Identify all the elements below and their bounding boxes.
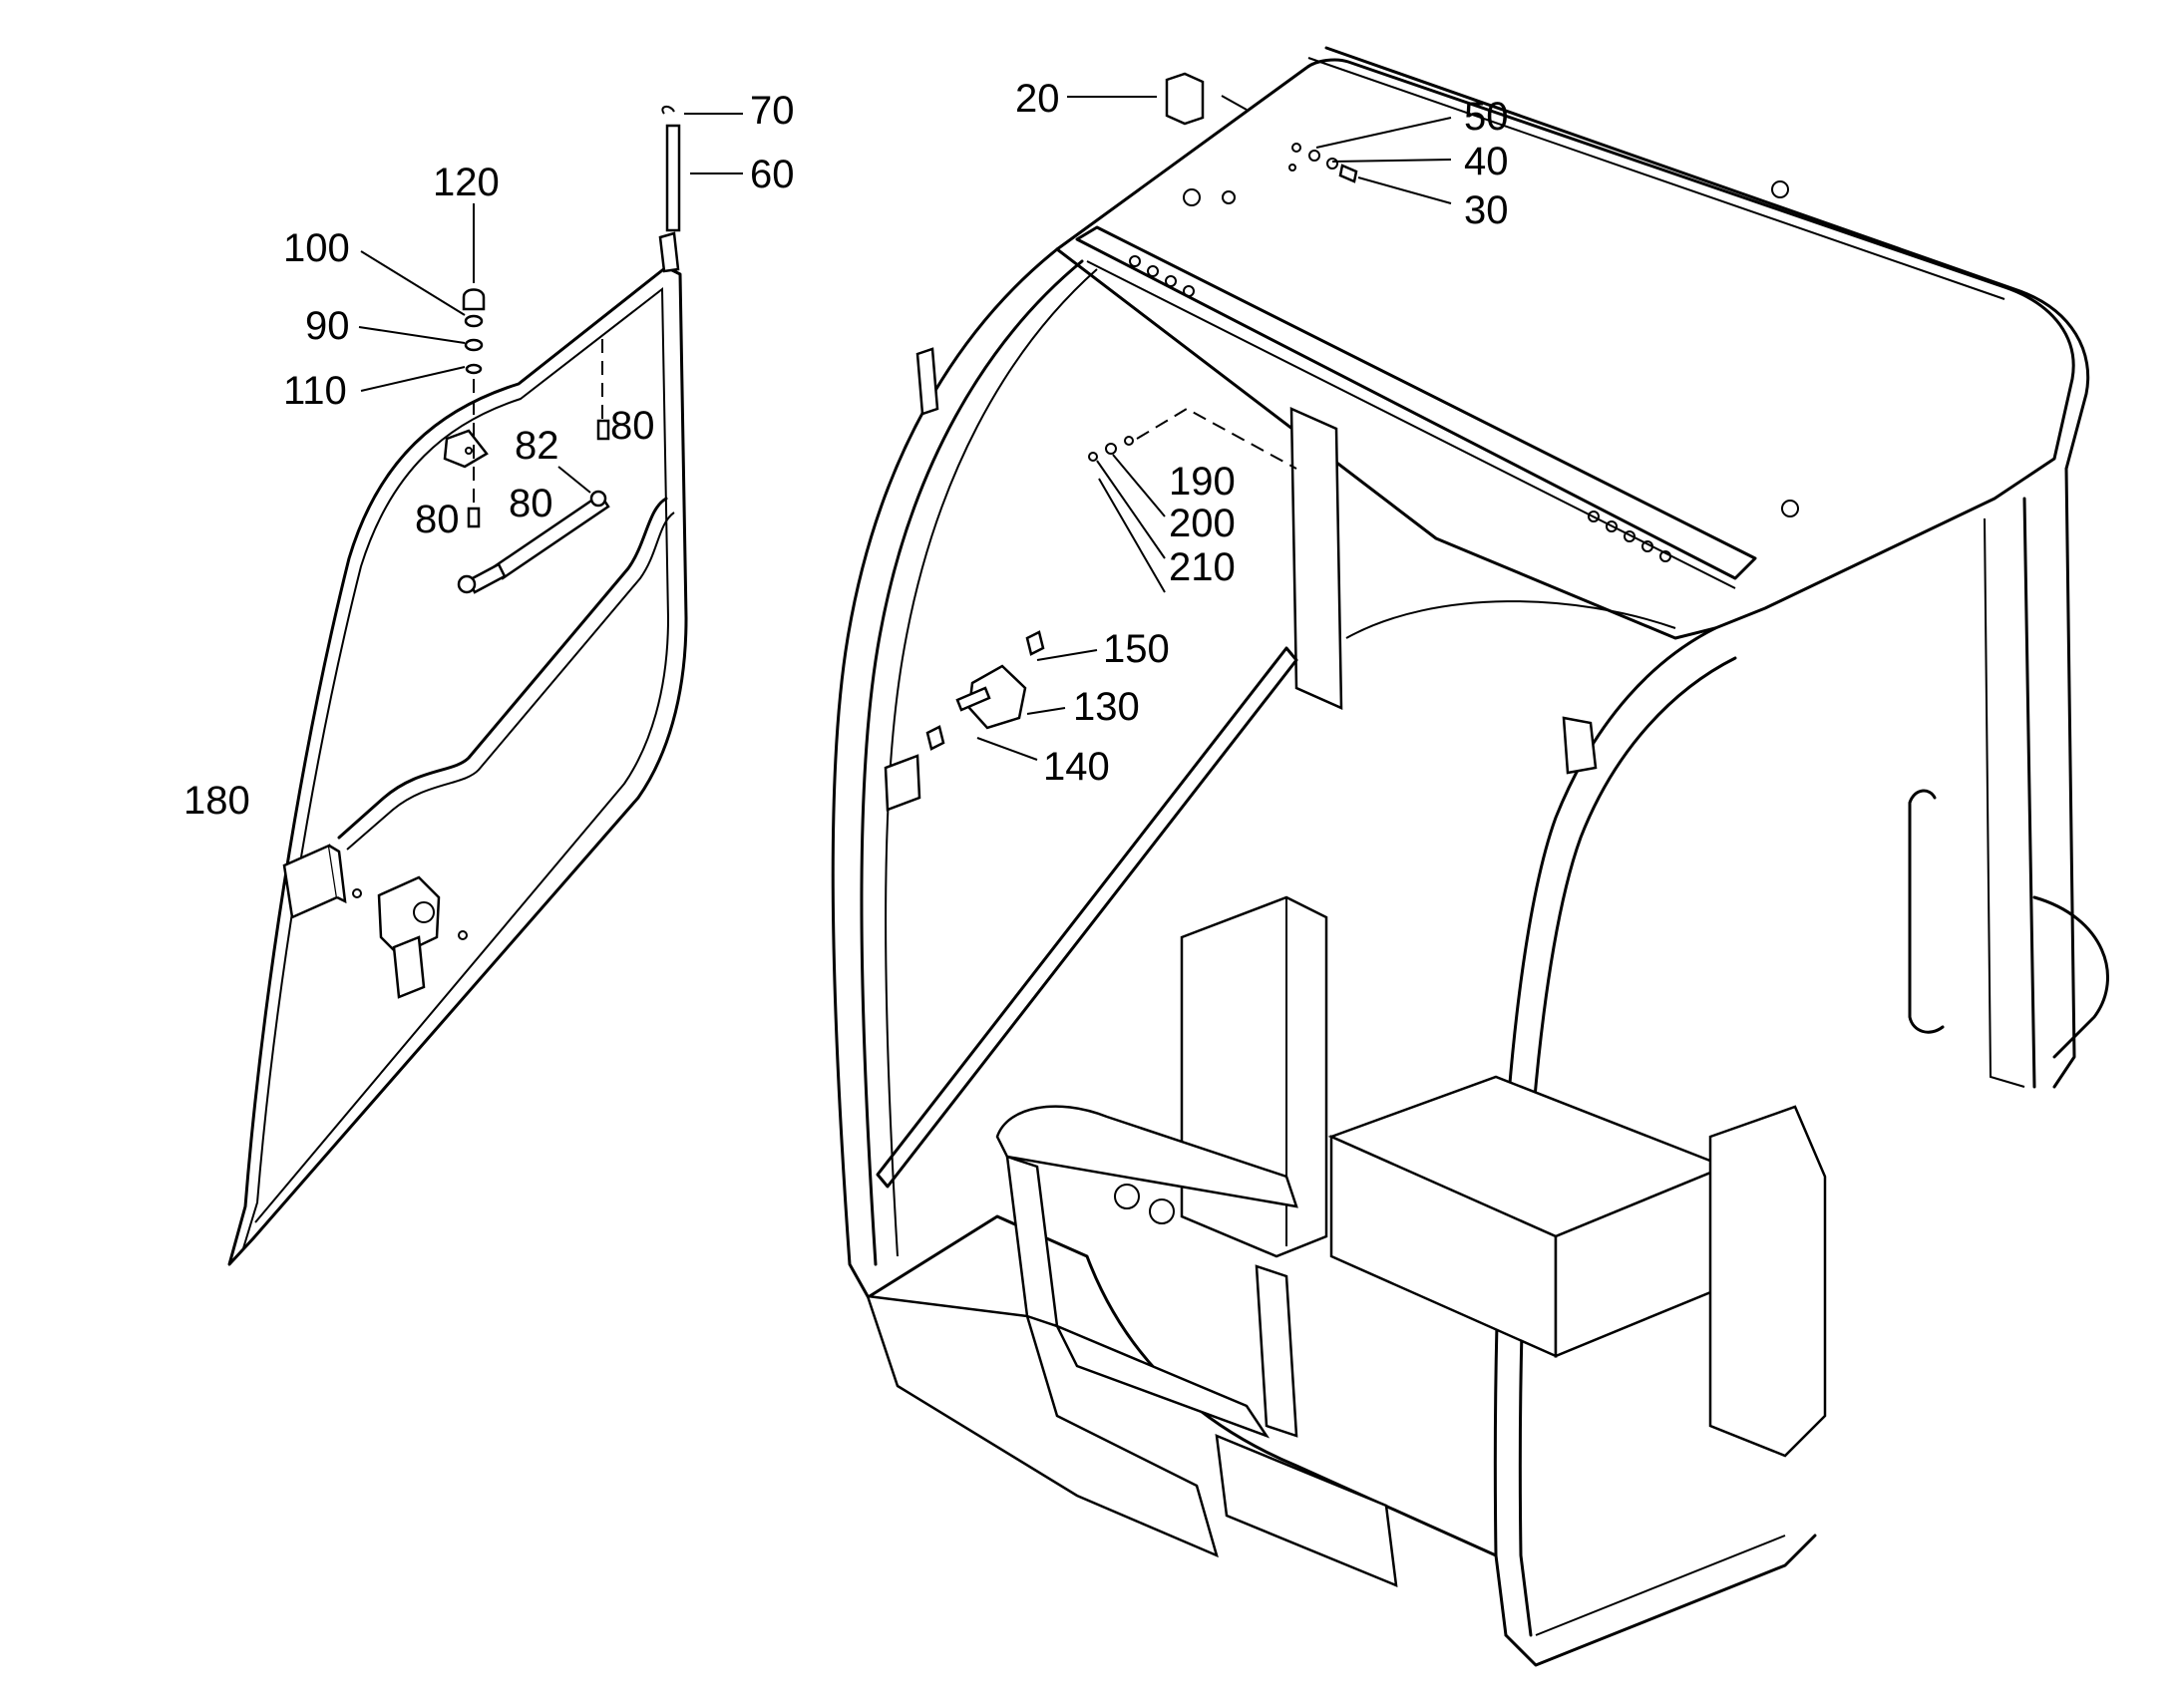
grab-handle — [1908, 789, 1945, 1034]
callout-180: 180 — [183, 779, 250, 823]
door-handle-rail-inner — [346, 512, 675, 851]
callout-82: 82 — [515, 424, 559, 468]
callout-110: 110 — [283, 369, 347, 413]
callout-60: 60 — [750, 153, 795, 196]
rear-pillar — [2052, 467, 2076, 1089]
ball-stud-upper — [596, 419, 610, 441]
wiper-motor — [967, 664, 1027, 730]
retaining-clip — [661, 106, 675, 115]
callout-20: 20 — [1015, 77, 1060, 121]
callout-70: 70 — [750, 89, 795, 133]
dashboard-frame — [995, 1105, 1298, 1438]
callout-200: 200 — [1169, 502, 1236, 545]
door-lock-assembly — [282, 844, 468, 999]
door-top-hinge — [658, 231, 680, 273]
pillar-screw-set — [1088, 436, 1134, 462]
center-pillar-plate — [1289, 407, 1343, 710]
rear-window-curve — [1345, 600, 1676, 639]
door-assembly — [227, 106, 688, 1266]
cab-body — [831, 46, 2109, 1667]
roof-light — [1165, 72, 1205, 126]
callout-50: 50 — [1464, 95, 1509, 139]
light-bracket — [884, 754, 921, 812]
door-frame — [227, 265, 688, 1266]
ball-stud-lower — [467, 507, 481, 528]
callout-140: 140 — [1043, 745, 1110, 789]
front-lower-box — [1215, 1434, 1398, 1587]
callout-150: 150 — [1103, 627, 1170, 671]
callout-40: 40 — [1464, 140, 1509, 183]
center-console — [1180, 895, 1328, 1258]
mirror-bracket — [915, 347, 939, 416]
leader-lines — [358, 95, 1452, 761]
callout-80-upper: 80 — [610, 404, 655, 448]
right-side-panel — [1708, 1105, 1827, 1458]
hinge-pin — [665, 124, 681, 232]
side-brace — [876, 646, 1298, 1189]
roof-screw-set — [1288, 143, 1358, 183]
steering-mount — [1054, 1323, 1271, 1439]
callout-labels: 20 30 40 50 60 70 80 80 80 82 90 100 110… — [183, 77, 1509, 823]
callout-190: 190 — [1169, 460, 1236, 504]
gas-strut — [457, 490, 610, 594]
callout-80-middle: 80 — [509, 482, 553, 525]
lower-dash-panel — [866, 1294, 1219, 1558]
callout-210: 210 — [1169, 545, 1236, 589]
roof-rail — [1324, 46, 2090, 471]
left-front-pillar — [831, 247, 1059, 1298]
callout-30: 30 — [1464, 188, 1509, 232]
nut-stack — [462, 288, 486, 375]
front-header-beam — [1075, 225, 1757, 580]
callout-120: 120 — [433, 161, 500, 204]
callout-90: 90 — [305, 304, 350, 348]
callout-80-lower: 80 — [415, 498, 460, 541]
header-bolts — [1129, 255, 1671, 562]
callout-100: 100 — [283, 226, 350, 270]
rear-fender — [2032, 895, 2109, 1059]
pillar-bracket — [1562, 716, 1598, 775]
callout-130: 130 — [1073, 685, 1140, 729]
door-frame-inner — [242, 286, 670, 1249]
seat-box — [1327, 1075, 1729, 1358]
roof-panel — [1055, 58, 2075, 640]
door-handle-rail — [337, 497, 668, 840]
